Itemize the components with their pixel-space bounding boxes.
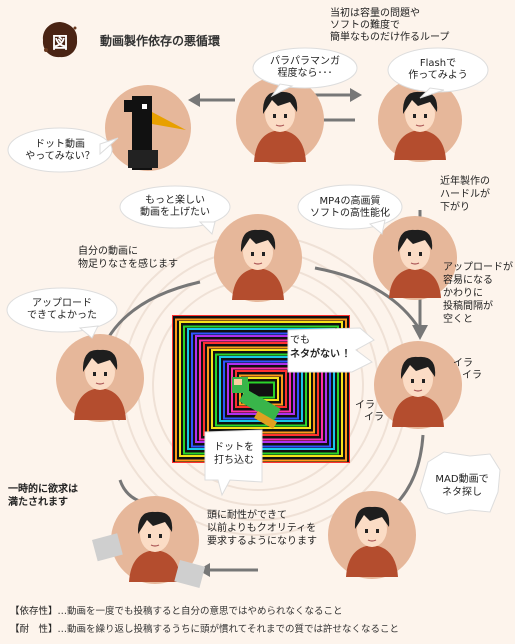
legend-dependence-tag: 【依存性】: [10, 606, 58, 617]
character-parapara: [236, 76, 324, 164]
legend-dependence: 【依存性】…動画を一度でも投稿すると自分の意思ではやめられなくなること: [10, 603, 343, 617]
bubble-parapara-line-2: 程度なら･･･: [277, 68, 333, 79]
note-upload-easy-4: 投稿間隔が: [443, 301, 493, 312]
bubble-flash-line-2: 作ってみよう: [408, 70, 468, 81]
note-irritation-b-2: イラ: [364, 412, 384, 423]
bubble-flash-line-1: Flashで: [419, 58, 457, 69]
bubble-mad: [419, 451, 501, 515]
character-satisfied: [111, 496, 199, 584]
note-unsatisfied-2: 物足りなさを感じます: [78, 259, 178, 270]
title-badge-label: 図: [51, 33, 68, 52]
note-hurdle-3: 下がり: [440, 202, 470, 213]
bubble-no-material: [287, 327, 375, 373]
note-upload-easy-2: 容易になる: [443, 275, 493, 286]
page-title: 動画製作依存の悪循環: [100, 34, 221, 48]
bubble-mad-line-1: MAD動画で: [435, 474, 489, 485]
character-mad: [328, 491, 416, 579]
trash-cans: [92, 533, 206, 588]
character-frustrated: [374, 341, 462, 429]
legend-tolerance-text: …動画を繰り返し投稿するうちに頭が慣れてそれまでの質では許せなくなること: [57, 624, 399, 635]
character-unsatisfied: [214, 214, 302, 302]
bubble-mp4-line-2: ソフトの高性能化: [310, 208, 390, 219]
legend-dependence-text: …動画を一度でも投稿すると自分の意思ではやめられなくなること: [57, 606, 343, 617]
note-initial-loop-1: 当初は容量の問題や: [330, 8, 420, 19]
note-upload-easy-3: かわりに: [443, 288, 483, 299]
bubble-parapara-line-1: パラパラマンガ: [270, 56, 340, 67]
character-upload-done: [56, 334, 144, 422]
bubble-more-fun: [119, 185, 231, 229]
bubble-mp4: [297, 184, 403, 230]
bubble-dot-anim-line-1: ドット動画: [35, 139, 85, 150]
legend-tolerance: 【耐 性】…動画を繰り返し投稿するうちに頭が慣れてそれまでの質では許せなくなるこ…: [10, 621, 399, 635]
bubble-more-fun-line-1: もっと楽しい: [145, 195, 205, 206]
bubble-dot-focus-line-1: ドットを: [214, 442, 254, 453]
note-upload-easy-5: 空くと: [443, 314, 473, 325]
note-tolerance-1: 頭に耐性ができて: [207, 510, 287, 521]
note-irritation-b-1: イラ: [355, 400, 375, 411]
bubble-mp4-line-1: MP4の高画質: [319, 196, 381, 207]
bubble-dot-anim-line-2: やってみない？: [25, 151, 95, 162]
note-initial-loop-3: 簡単なものだけ作るループ: [330, 32, 450, 43]
note-initial-loop-2: ソフトの難度で: [330, 20, 400, 31]
bubble-upload-done-line-1: アップロード: [32, 298, 92, 309]
pixel-character: [232, 377, 281, 429]
title-badge: [42, 22, 78, 58]
note-irritation-a-2: イラ: [462, 370, 482, 381]
note-hurdle-2: ハードルが: [440, 189, 490, 200]
note-satisfied-2: 満たされます: [8, 497, 68, 508]
note-tolerance-2: 以前よりもクオリティを: [207, 523, 317, 534]
bubble-upload-done-line-2: できてよかった: [27, 310, 97, 321]
bubble-no-material-line-1: でも: [290, 335, 310, 346]
bubble-dot-anim: [7, 127, 113, 173]
note-unsatisfied-1: 自分の動画に: [78, 246, 138, 257]
note-upload-easy-1: アップロードが: [443, 262, 513, 273]
bubble-dot-focus: [204, 429, 263, 497]
bubble-upload-done: [6, 287, 118, 333]
crow-character: [105, 85, 191, 171]
legend-tolerance-tag: 【耐 性】: [10, 624, 58, 635]
bubble-more-fun-line-2: 動画を上げたい: [140, 207, 210, 218]
note-tolerance-3: 要求するようになります: [207, 536, 317, 547]
note-hurdle-1: 近年製作の: [440, 176, 490, 187]
note-satisfied-1: 一時的に欲求は: [8, 484, 78, 495]
bubble-no-material-line-2: ネタがない ！: [290, 349, 354, 360]
bubble-mad-line-2: ネタ探し: [442, 487, 482, 498]
bubble-dot-focus-line-2: 打ち込む: [214, 455, 254, 466]
bubble-parapara: [252, 47, 358, 89]
character-mp4: [373, 216, 457, 300]
note-irritation-a-1: イラ: [453, 358, 473, 369]
character-flash: [378, 78, 462, 162]
